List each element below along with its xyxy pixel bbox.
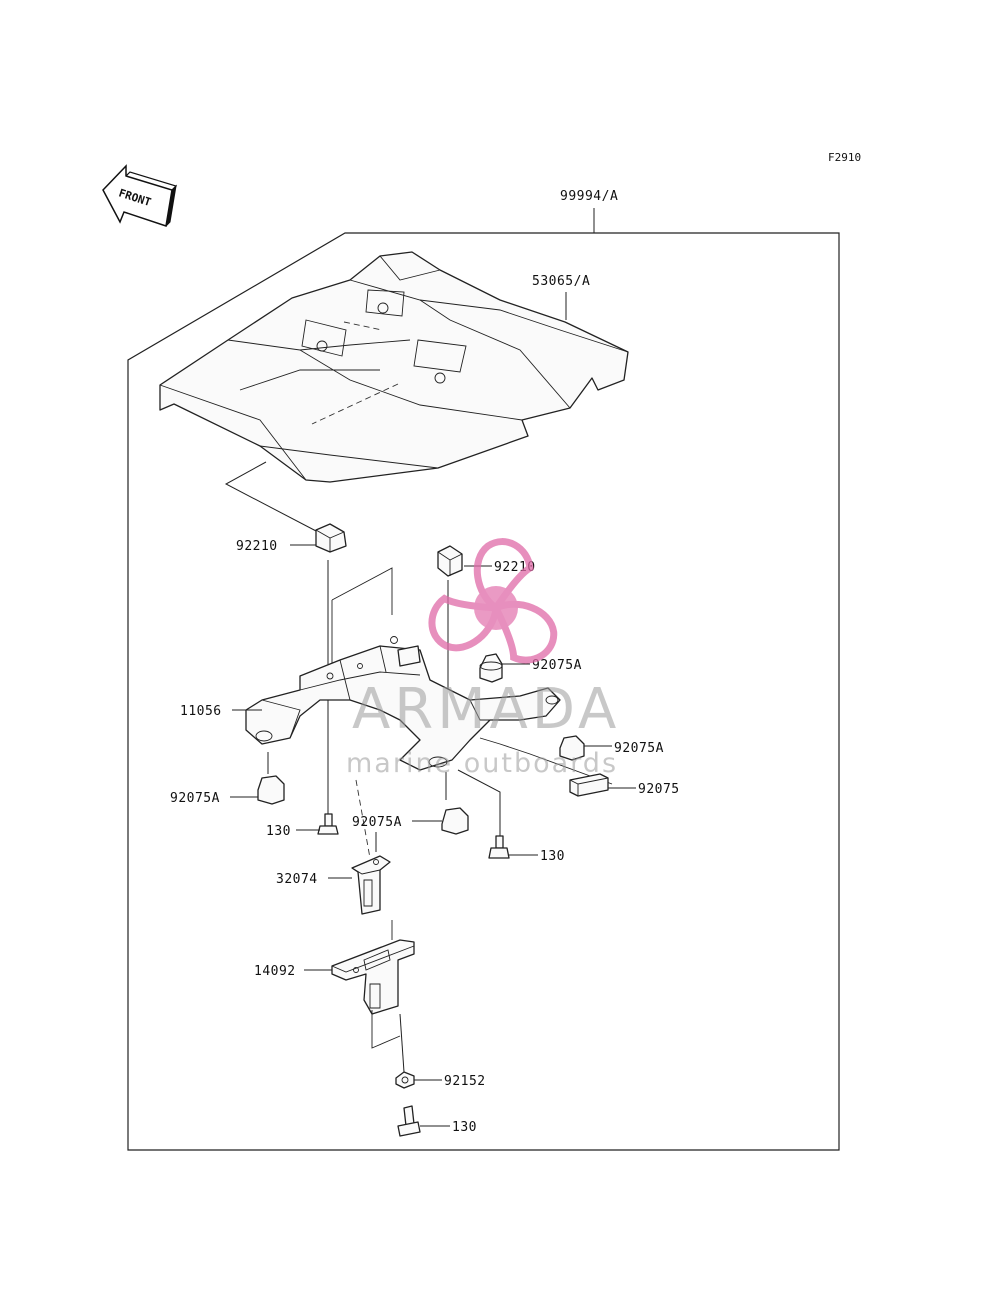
callout-nut: 92152	[444, 1074, 486, 1089]
callout-bolt-bottom: 130	[452, 1120, 477, 1135]
callout-damper-left: 92075A	[170, 791, 220, 806]
callout-bracket: 11056	[180, 704, 222, 719]
watermark-tagline: marine outboards	[346, 748, 618, 779]
damper-left-drawing	[257, 752, 285, 805]
callout-bolt-left: 130	[266, 824, 291, 839]
callout-clip-left: 92210	[236, 539, 278, 554]
front-direction-arrow: FRONT	[102, 164, 178, 227]
callout-damper-pad: 92075	[638, 782, 680, 797]
bolt-right-drawing	[457, 769, 510, 859]
callout-stay: 32074	[276, 872, 318, 887]
seat-cover-drawing	[159, 251, 629, 483]
nut-drawing	[395, 1013, 415, 1089]
callout-seat-cover: 53065/A	[532, 274, 590, 289]
stay-drawing	[351, 855, 391, 915]
plate-outline	[331, 567, 393, 615]
callout-damper-upper-right: 92075A	[532, 658, 582, 673]
watermark-brand: ARMADA	[352, 677, 620, 742]
bolt-bottom-drawing	[397, 1105, 421, 1137]
callout-damper-right: 92075A	[614, 741, 664, 756]
bolt-left-drawing	[317, 813, 339, 835]
damper-right-drawing	[559, 735, 585, 761]
clip-left-drawing	[315, 523, 347, 553]
callout-damper-center: 92075A	[352, 815, 402, 830]
callout-bolt-right: 130	[540, 849, 565, 864]
callout-kit: 99994/A	[560, 189, 618, 204]
damper-pad-drawing	[569, 773, 609, 797]
callout-cover-lock: 14092	[254, 964, 296, 979]
propeller-logo-icon	[428, 538, 558, 664]
cover-lock-drawing	[331, 920, 415, 1049]
figure-code: F2910	[828, 151, 861, 164]
clip-right-drawing	[437, 545, 463, 577]
bracket-drawing	[245, 636, 613, 785]
cover-clip-link-line	[224, 461, 319, 533]
damper-upper-right-drawing	[479, 653, 503, 683]
kit-boundary	[127, 232, 840, 1151]
watermark: ARMADA marine outboards	[346, 538, 620, 779]
damper-center-drawing	[441, 772, 469, 835]
